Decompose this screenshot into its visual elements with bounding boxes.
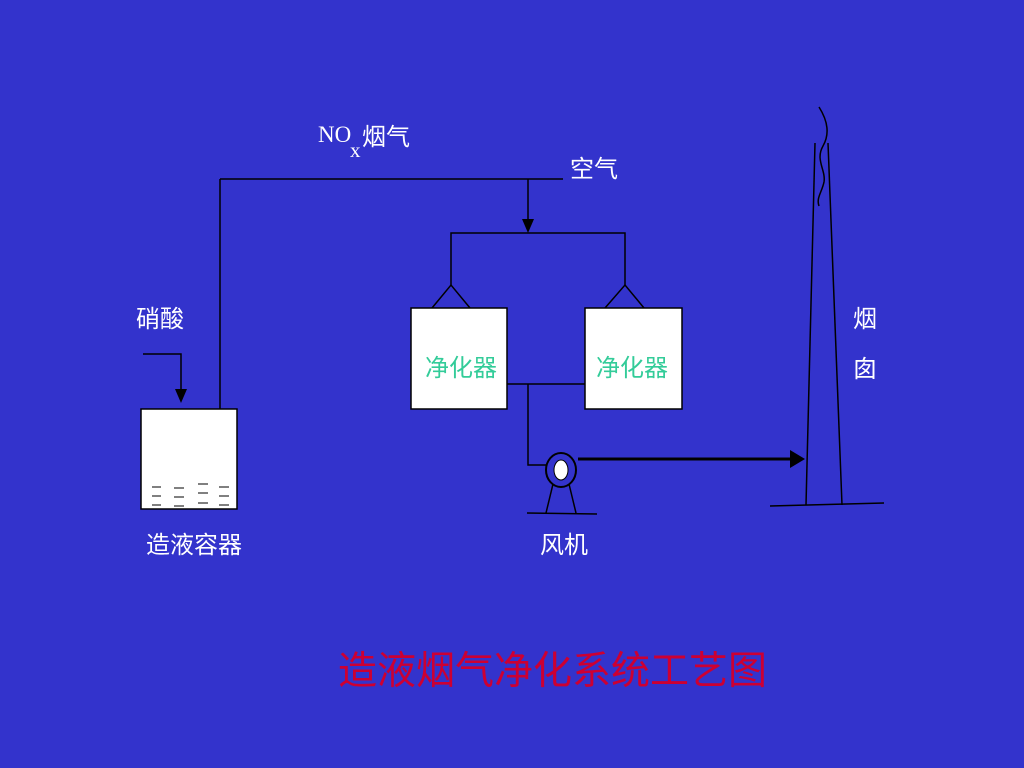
fan-label: 风机	[540, 531, 588, 559]
chimney-label-char-2: 囱	[853, 355, 877, 383]
liquid-container-label: 造液容器	[146, 531, 242, 559]
fan-suction-pipe	[527, 384, 547, 466]
chimney-right-wall	[827, 142, 843, 506]
fan-leg-right	[568, 483, 577, 514]
fan-base	[526, 512, 598, 515]
nitric-acid-label: 硝酸	[136, 305, 184, 333]
nox-subscript: x	[350, 138, 361, 162]
air-label: 空气	[570, 155, 618, 183]
purifier-1-label: 净化器	[425, 354, 497, 382]
nox-main-text: NO	[318, 122, 352, 147]
purifier-1-inlet-hood	[431, 283, 471, 309]
nox-flue-gas-label: NO x 烟气	[318, 123, 418, 163]
liquid-container	[140, 408, 238, 510]
nitric-acid-arrowhead	[175, 389, 187, 403]
fan-impeller	[553, 459, 569, 481]
fan-discharge-arrowhead	[790, 450, 805, 468]
fan-leg-left	[545, 483, 554, 514]
purifier-inlet-manifold	[450, 232, 626, 285]
chimney-smoke	[817, 106, 828, 207]
chimney-base	[769, 502, 885, 507]
purifier-2-label: 净化器	[596, 354, 668, 382]
purifier-2-box	[584, 307, 683, 410]
container-liquid-marks	[152, 483, 229, 507]
diagram-title: 造液烟气净化系统工艺图	[338, 649, 768, 694]
purifier-2-inlet-hood	[604, 283, 645, 309]
purifier-1-box	[410, 307, 508, 410]
chimney-left-wall	[805, 142, 816, 506]
nox-suffix-text: 烟气	[362, 123, 410, 151]
nitric-acid-feed-pipe	[143, 353, 182, 391]
feed-down-arrowhead	[522, 219, 534, 233]
chimney-label-char-1: 烟	[853, 305, 877, 333]
